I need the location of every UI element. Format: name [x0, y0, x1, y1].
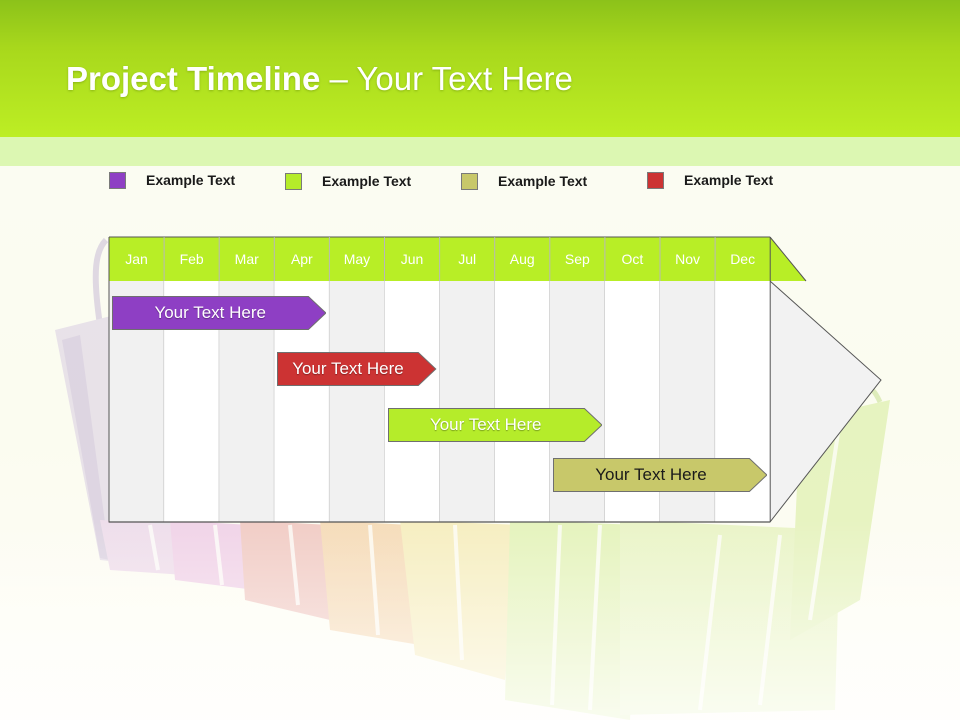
month-column [439, 281, 495, 522]
month-label: Aug [509, 251, 535, 267]
task-bar-shape [112, 296, 327, 330]
month-label: Jan [125, 251, 148, 267]
legend-label: Example Text [146, 172, 236, 188]
month-label: Mar [234, 251, 259, 267]
task-bar-shape [387, 408, 602, 442]
legend-item-1: Example Text [109, 170, 235, 190]
legend-swatch [109, 171, 126, 189]
task-bar-shape [277, 352, 437, 386]
task-bar-label: Your Text Here [595, 465, 707, 484]
title-bold: Project Timeline [66, 60, 321, 97]
header-subband [0, 137, 960, 166]
title-rest: – Your Text Here [320, 60, 573, 97]
month-label: Feb [179, 251, 204, 267]
task-bar: Your Text Here [277, 352, 437, 386]
task-bar-shape [552, 458, 768, 492]
legend-label: Example Text [684, 172, 774, 188]
task-bar: Your Text Here [387, 408, 602, 442]
month-column [329, 281, 385, 522]
month-label: Sep [564, 251, 590, 267]
task-bar: Your Text Here [552, 458, 768, 492]
task-bar-label: Your Text Here [154, 303, 266, 322]
header-band [0, 0, 960, 137]
month-label: Nov [675, 251, 700, 267]
legend-item-4: Example Text [647, 170, 773, 190]
month-label: Apr [290, 251, 313, 267]
month-label: Dec [730, 251, 756, 267]
task-bar-label: Your Text Here [292, 359, 404, 378]
legend-swatch [285, 172, 302, 190]
legend-swatch [647, 171, 664, 189]
month-label: Jul [458, 251, 477, 267]
month-label: Oct [621, 251, 644, 267]
legend-label: Example Text [498, 173, 588, 189]
legend-label: Example Text [322, 173, 412, 189]
month-column [494, 281, 550, 522]
month-label: May [343, 251, 371, 267]
task-bar: Your Text Here [112, 296, 327, 330]
month-column [384, 281, 440, 522]
legend-item-3: Example Text [461, 171, 587, 191]
slide-title: Project Timeline – Your Text Here [66, 60, 573, 98]
legend-swatch [461, 172, 478, 190]
month-label: Jun [400, 251, 424, 267]
task-bar-label: Your Text Here [429, 415, 542, 434]
legend-item-2: Example Text [285, 171, 411, 191]
